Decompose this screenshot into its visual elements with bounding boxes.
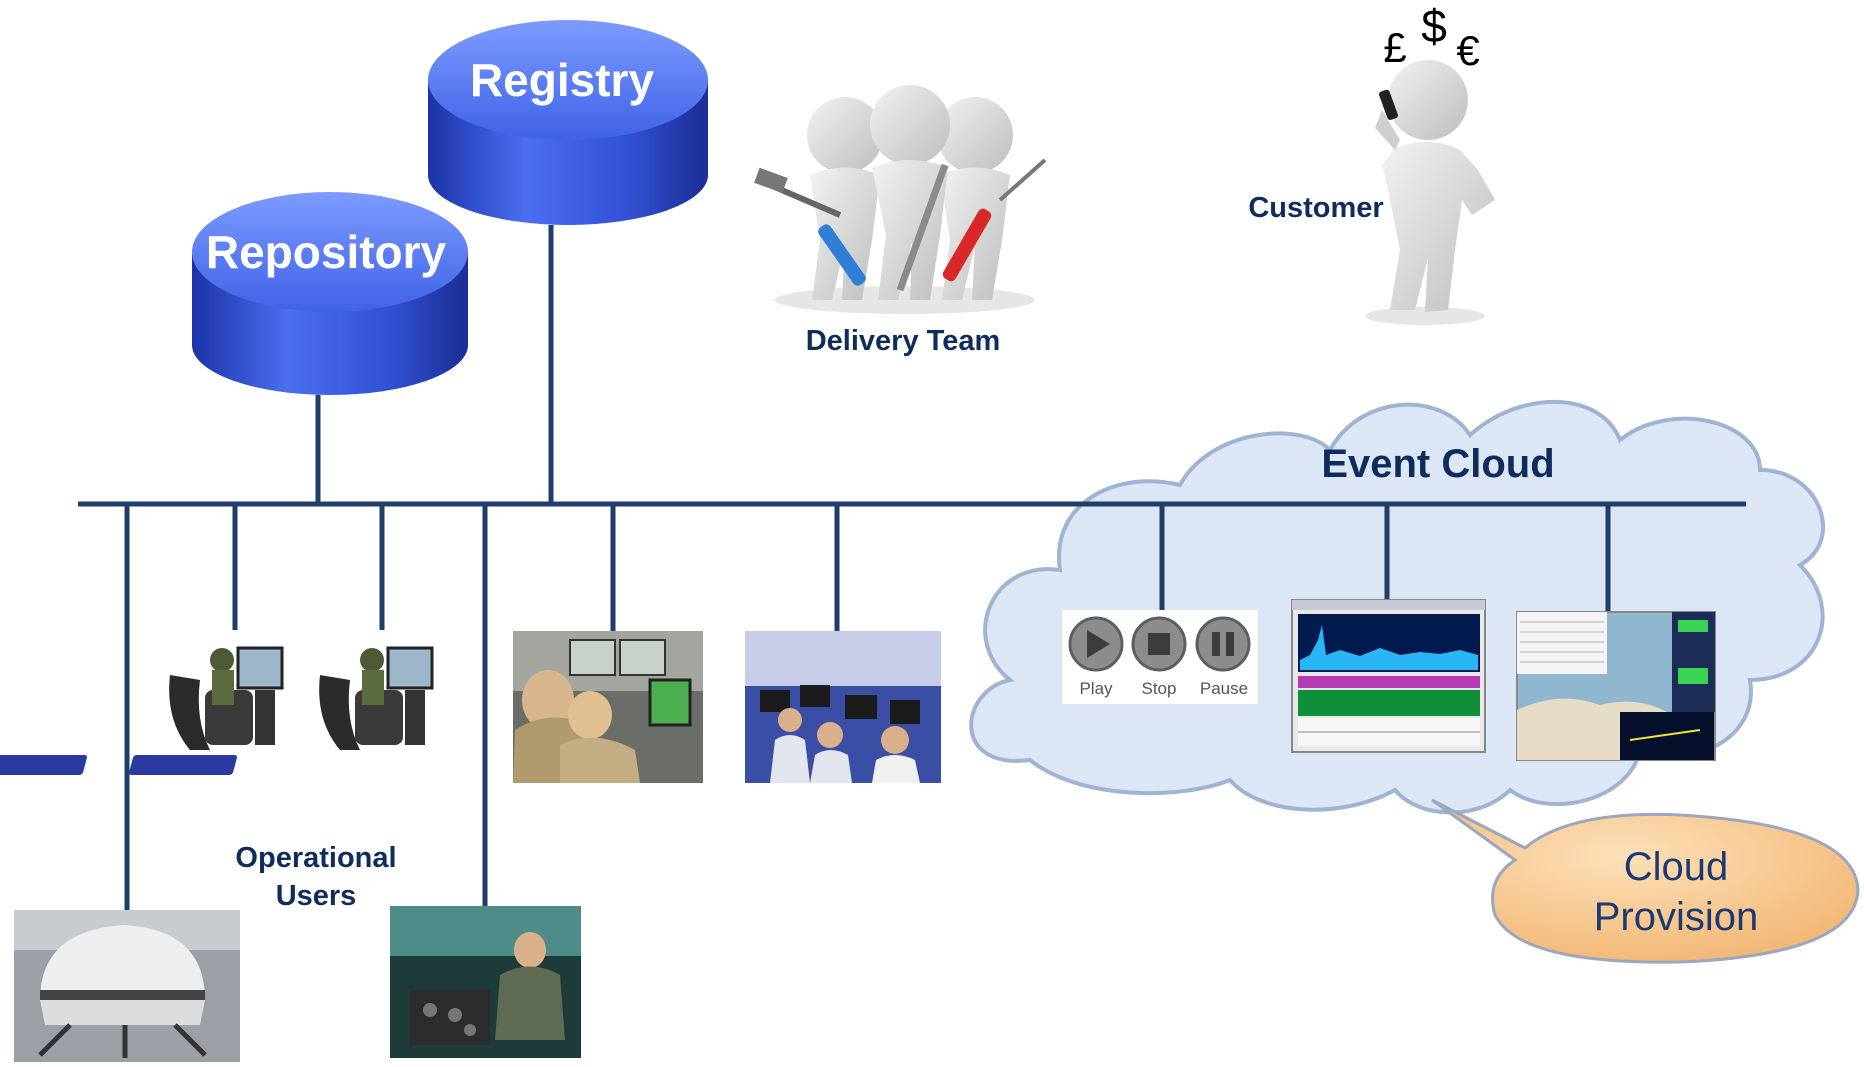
delivery-team-label: Delivery Team — [806, 325, 1001, 357]
stop-icon — [1148, 633, 1170, 655]
euro-icon: € — [1456, 27, 1479, 74]
dome-simulator-photo[interactable] — [14, 910, 240, 1062]
player-controls-panel: Play Stop Pause — [1062, 610, 1258, 704]
spectrum-analyzer-window[interactable] — [1291, 599, 1486, 753]
stop-button[interactable]: Stop — [1131, 616, 1187, 698]
blue-screwdriver-icon — [818, 224, 866, 286]
training-room-photo[interactable] — [513, 631, 703, 783]
pause-button[interactable]: Pause — [1195, 616, 1251, 698]
repository-cylinder[interactable]: Repository — [192, 192, 468, 395]
operations-room-photo[interactable] — [745, 631, 941, 783]
simulator-cockpit-2[interactable] — [128, 630, 460, 782]
red-screwdriver-icon — [942, 208, 992, 282]
network-bus — [78, 225, 1746, 910]
cloud-provision-callout: Cloud Provision — [1431, 798, 1860, 964]
registry-cylinder[interactable]: Registry — [428, 20, 708, 225]
pound-icon: £ — [1383, 24, 1406, 71]
delivery-team-figures — [754, 85, 1047, 314]
customer-figure — [1365, 60, 1495, 325]
cockpit-closeup-photo[interactable] — [390, 906, 581, 1058]
wrench-icon — [896, 163, 949, 292]
currency-symbols: £ $ € — [1383, 0, 1479, 74]
play-label: Play — [1079, 679, 1113, 698]
pause-label: Pause — [1200, 679, 1248, 698]
dollar-icon: $ — [1421, 0, 1447, 52]
operational-users-label-line2: Users — [276, 880, 357, 912]
map-display-window[interactable] — [1516, 611, 1716, 761]
registry-label: Registry — [470, 54, 654, 106]
operational-users-label-line1: Operational — [235, 842, 396, 874]
play-icon — [1087, 630, 1110, 658]
pause-icon — [1212, 632, 1234, 656]
play-button[interactable]: Play — [1068, 616, 1124, 698]
customer-label: Customer — [1248, 192, 1383, 224]
event-cloud-label: Event Cloud — [1321, 442, 1554, 486]
cloud-provision-label-line2: Provision — [1594, 895, 1759, 939]
repository-label: Repository — [206, 226, 447, 278]
phone-icon — [1379, 89, 1398, 120]
cloud-provision-label-line1: Cloud — [1624, 845, 1729, 889]
stop-label: Stop — [1142, 679, 1177, 698]
